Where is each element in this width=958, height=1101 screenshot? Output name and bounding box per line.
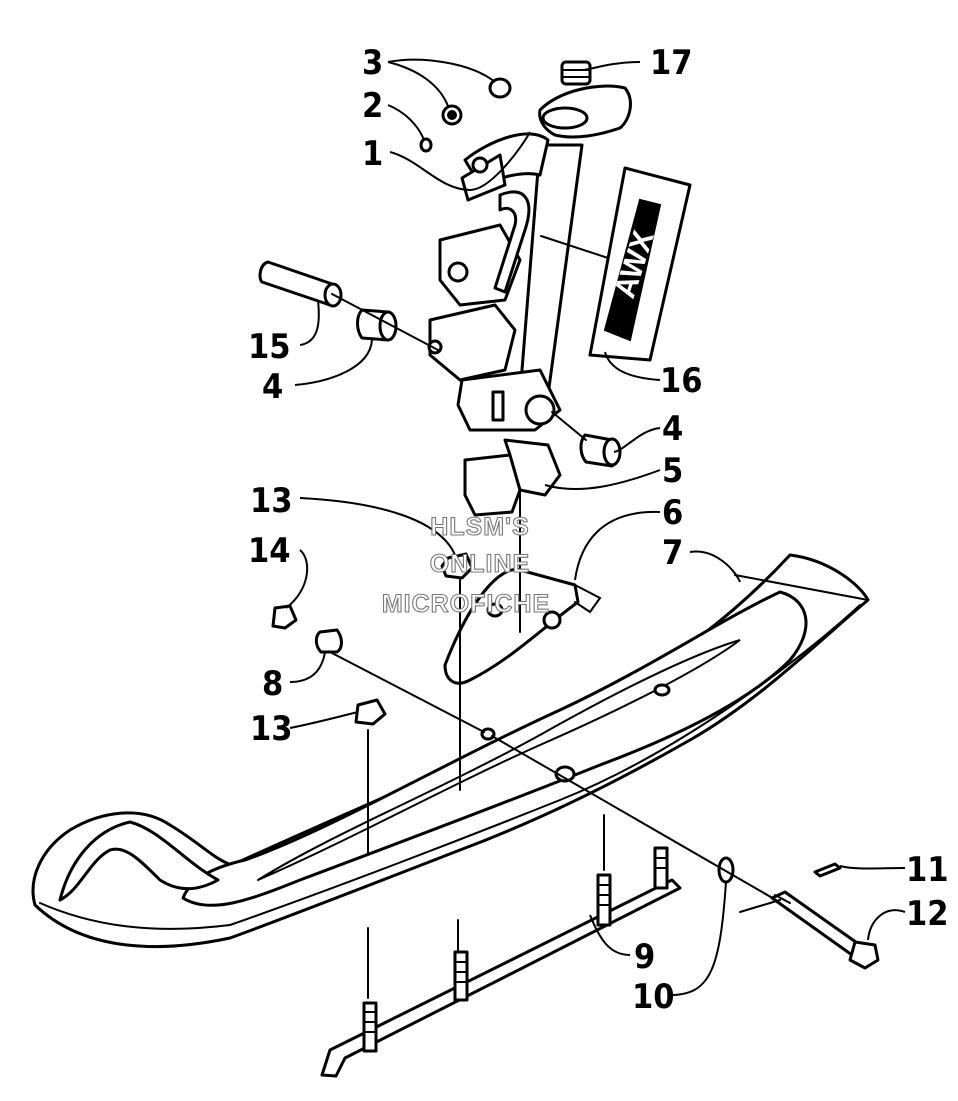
bolt-12 (770, 890, 880, 970)
wear-rod-stud-3 (596, 873, 612, 927)
spring-bumper (463, 438, 562, 517)
wear-rod-stud-1 (362, 1001, 378, 1053)
spindle-saddle (443, 568, 602, 685)
callout-8: 8 (262, 664, 283, 704)
watermark-line-2: ONLINE (430, 550, 530, 578)
bushing-right (579, 433, 622, 468)
callout-16: 16 (660, 361, 703, 401)
spindle-top-plate (538, 60, 632, 139)
callout-3: 3 (362, 43, 383, 83)
callout-13-upper: 13 (250, 481, 293, 521)
nut-13-upper (440, 552, 474, 580)
pin (258, 260, 343, 308)
callouts: 3 2 1 17 15 4 16 4 5 6 13 14 7 8 13 11 1… (248, 43, 949, 1017)
callout-14: 14 (248, 531, 291, 571)
watermark: HLSM'S ONLINE MICROFICHE (381, 512, 550, 618)
callout-6: 6 (662, 493, 683, 533)
callout-5: 5 (662, 451, 683, 491)
callout-15: 15 (248, 327, 291, 367)
ski (31, 553, 870, 949)
washers (419, 77, 512, 174)
cotter-pin-11 (813, 862, 842, 878)
wear-rod-stud-2 (453, 950, 469, 1002)
bushing-left (356, 308, 398, 342)
callout-1: 1 (362, 134, 383, 174)
callout-4-right: 4 (662, 409, 683, 449)
callout-4-left: 4 (262, 367, 283, 407)
callout-12: 12 (906, 894, 949, 934)
wear-rod (320, 846, 682, 1078)
spindle (427, 132, 584, 432)
callout-11: 11 (906, 850, 949, 890)
callout-9: 9 (634, 937, 655, 977)
callout-10: 10 (632, 977, 675, 1017)
callout-17: 17 (650, 43, 693, 83)
watermark-line-3: MICROFICHE (382, 590, 550, 618)
center-lines (329, 235, 781, 999)
decal: AWX (588, 166, 692, 362)
callout-13-lower: 13 (250, 709, 293, 749)
callout-2: 2 (362, 86, 383, 126)
nut-13-lower (354, 698, 387, 726)
spacer-8 (314, 628, 343, 654)
callout-7: 7 (662, 533, 683, 573)
watermark-line-1: HLSM'S (430, 513, 529, 541)
nut-14 (271, 604, 298, 630)
leader-lines (285, 58, 906, 996)
